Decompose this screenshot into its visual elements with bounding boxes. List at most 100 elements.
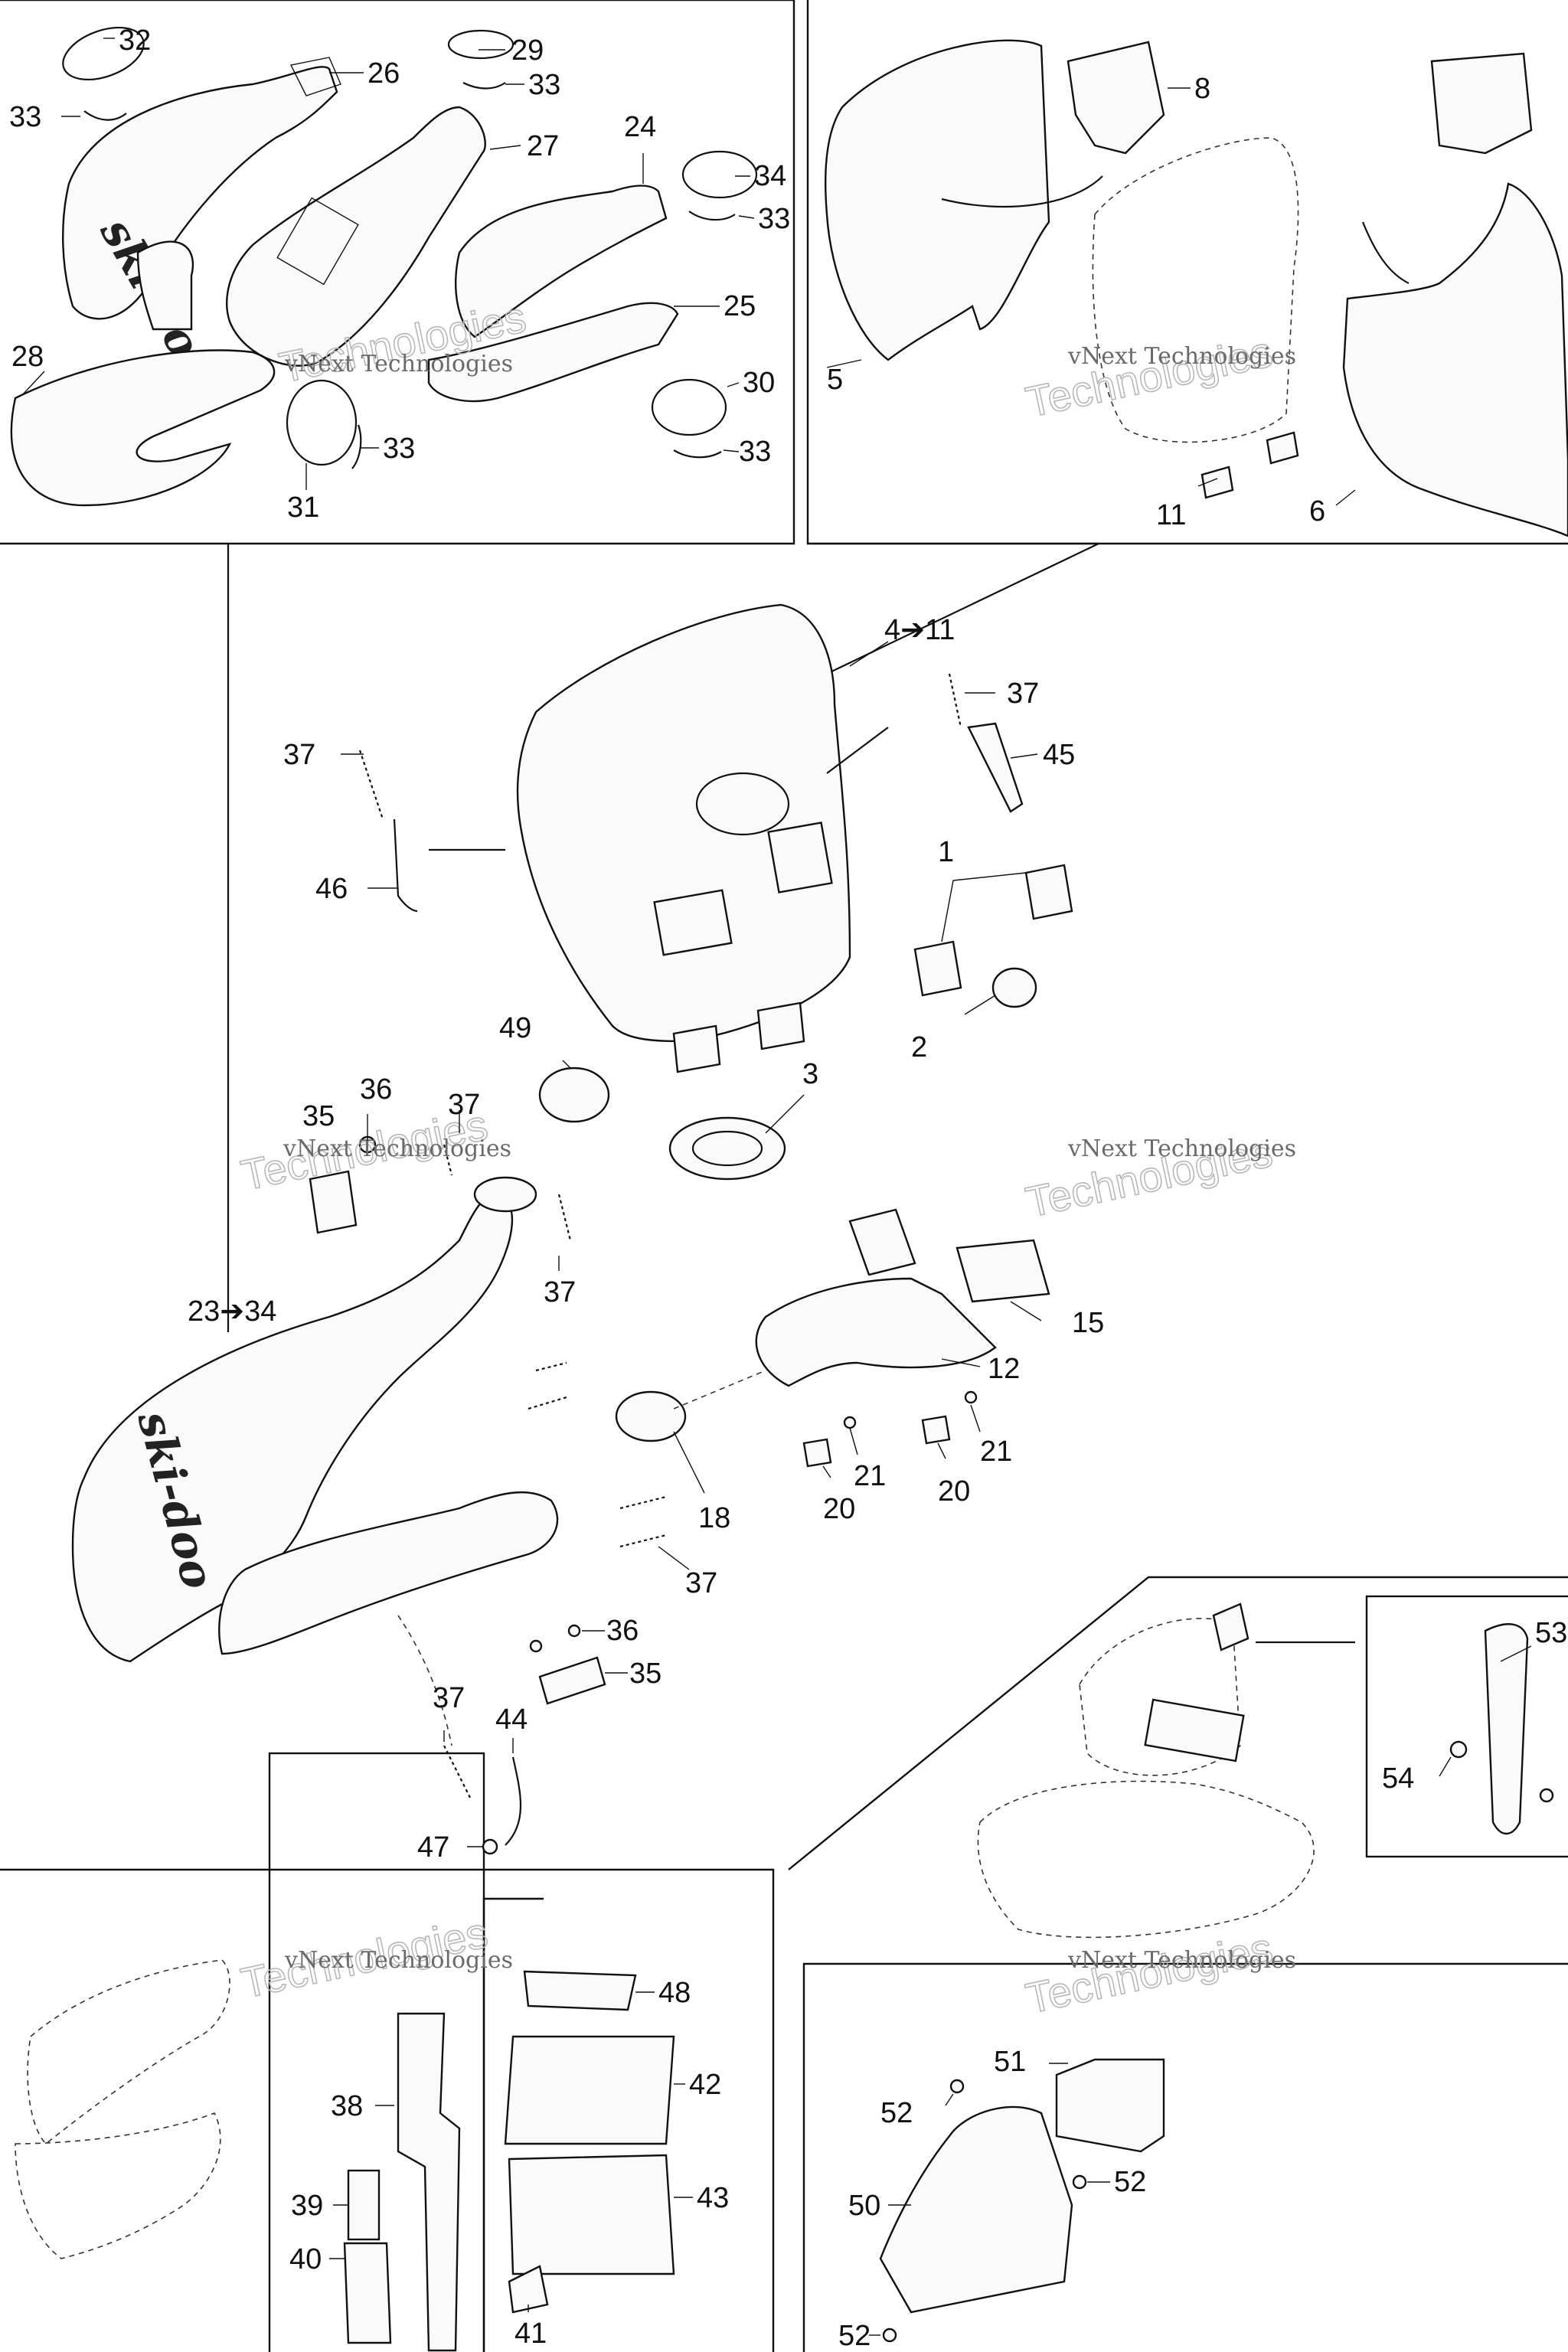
arrow-to-cover-5 [941,175,1103,208]
seal-18 [615,1390,687,1442]
gasket-15a [848,1208,916,1276]
bumper-1b [913,940,962,997]
callout-50: 50 [848,2190,880,2222]
bolt-54 [1449,1740,1468,1759]
callout-1: 1 [938,836,954,868]
callout-44: 44 [495,1704,528,1736]
nut-54b [1539,1788,1554,1803]
callout-24: 24 [624,111,656,143]
assembled-view-group [977,1602,1554,1939]
callout-39: 39 [291,2190,323,2222]
watermark-2-small: vNext Technologies [1067,343,1296,370]
muffler-mount-a [672,1024,721,1073]
assembled-bracket-53 [1212,1602,1250,1651]
spring-37g [443,1745,472,1800]
callout-33-b: 33 [528,69,560,101]
callout-8: 8 [1194,73,1210,105]
callout-38: 38 [331,2090,363,2122]
y-manifold-12 [755,1277,997,1387]
spring-37c [443,1144,453,1176]
spring-33d [673,449,722,459]
callout-37-c: 37 [448,1089,480,1121]
clip-11a [1200,466,1234,499]
seal-49 [538,1067,610,1123]
muffler-outlet [695,772,790,836]
pipe-23-34 [71,1193,514,1663]
callout-21-b: 21 [980,1436,1012,1468]
assembled-muffler-dashed [1079,1618,1241,1776]
callout-40: 40 [289,2243,322,2275]
callout-52-a: 52 [880,2097,913,2129]
washer-21b [964,1390,978,1404]
insulation-38 [397,2012,461,2352]
callout-23-to-34: 23➔34 [188,1295,276,1328]
cover-26-flange [136,240,194,331]
callout-25: 25 [724,290,756,322]
heatshield-inset-group [879,2058,1165,2343]
callout-33-e: 33 [383,433,415,465]
insulation-41 [508,2265,549,2314]
clamp-29 [447,29,514,60]
watermark-6-small: vNext Technologies [1067,1947,1296,1974]
spring-37e2 [528,1396,567,1410]
frame-heatshield-inset [802,1962,1568,2352]
callout-33-c: 33 [758,203,790,235]
washer-21a [843,1416,857,1429]
callout-52-b: 52 [1114,2166,1146,2198]
spring-33b [462,82,506,90]
callout-28: 28 [11,341,44,373]
callout-35-b: 35 [629,1658,662,1690]
watermark-4-small: vNext Technologies [1067,1135,1296,1162]
axis-spring-37g [397,1615,452,1746]
bracket-53 [1484,1623,1529,1835]
spring-37d [557,1194,572,1241]
nut-47 [482,1838,498,1855]
callout-53: 53 [1535,1617,1567,1649]
callout-3: 3 [802,1058,818,1090]
callout-51: 51 [994,2046,1026,2078]
bolt-20a [802,1438,832,1468]
spring-37a [358,750,384,820]
callout-45: 45 [1043,739,1075,771]
muffler-main-group [358,603,1073,1181]
clamp-32 [62,27,145,80]
callout-27: 27 [527,130,559,162]
callout-47: 47 [417,1831,449,1864]
muffler-outline-dashed-top [1092,137,1299,443]
gasket-15b [956,1239,1050,1303]
callout-labels: 32 33 26 29 33 27 24 34 33 25 28 30 33 3… [9,24,1567,2352]
shield-27 [226,106,486,367]
callout-34-a: 34 [754,160,786,192]
top-right-panel-group [824,39,1568,537]
spring-33a [83,110,127,121]
spring-37f2 [619,1534,667,1548]
clamp-30 [651,378,727,436]
callout-42: 42 [689,2069,721,2101]
clamp-31 [286,379,358,466]
spring-37e1 [535,1361,567,1372]
callout-41: 41 [514,2318,547,2350]
callout-43: 43 [697,2182,729,2214]
callout-29: 29 [511,34,544,67]
clamp-34 [681,150,758,199]
bumper-1a [1024,864,1073,920]
arrow-45-to-muffler [826,727,889,774]
frame-inner-41-48 [482,1897,544,2352]
callout-6: 6 [1309,495,1325,528]
callout-31: 31 [287,492,319,524]
pipe-lower-bend [218,1491,559,1655]
frame-top-left [0,0,795,545]
callout-37-a: 37 [283,739,315,771]
frame-bracket-inset [1365,1595,1568,1858]
seal-3-inner [691,1130,763,1167]
bolt-20b [921,1415,951,1445]
callout-46: 46 [315,873,348,905]
insulation-43 [508,2154,675,2275]
frame-bottom-left [0,1868,775,2352]
mat-28 [10,349,276,507]
callout-11-a: 11 [1156,499,1186,531]
spring-33e [351,424,362,469]
bracket-35a [309,1170,358,1234]
bracket-44 [505,1756,522,1846]
